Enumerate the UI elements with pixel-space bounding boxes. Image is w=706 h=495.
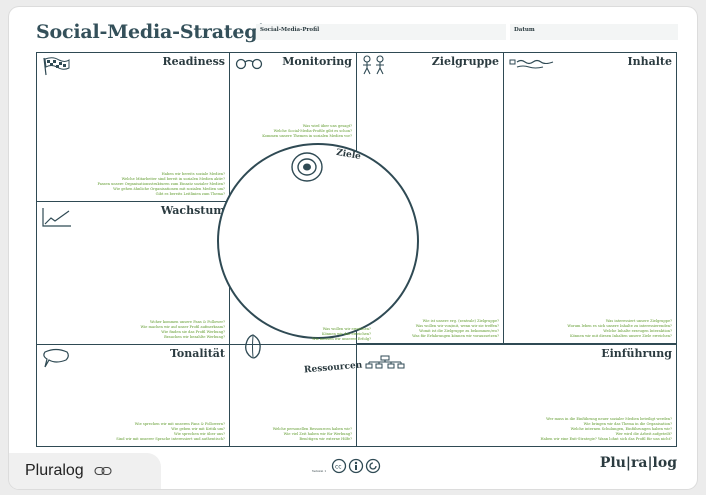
text-wave-icon [509, 59, 554, 69]
tonalitaet-title: Tonalität [169, 347, 225, 360]
zielgruppe-questions: Wie ist unsere erg. (zentrale) Zielgrupp… [412, 319, 499, 338]
readiness-questions: Haben wir bereits soziale Medien?Welche … [97, 172, 225, 196]
tonalitaet-questions: Wie sprechen wir mit unseren Fans & Foll… [116, 422, 225, 441]
ziele-questions: Was wollen wir erreichen?Können wir das … [311, 327, 371, 341]
ressourcen-cell: Welche personellen Ressourcen haben wir?… [229, 344, 357, 447]
readiness-cell: Readiness Haben wir bereits soziale Medi… [36, 52, 230, 202]
inhalte-cell: Inhalte Was interessiert unsere Zielgrup… [503, 52, 677, 344]
brand-logo: Plu|ra|log [599, 455, 677, 471]
source-name: Pluralog [25, 462, 84, 479]
monitoring-title: Monitoring [282, 55, 352, 68]
cocoa-bean-icon [245, 334, 261, 359]
einfuehrung-title: Einführung [601, 347, 672, 360]
target-icon [291, 152, 323, 182]
speech-bubble-icon [43, 348, 69, 368]
monitoring-questions: Was wird über uns gesagt?Welche Social-M… [262, 124, 352, 138]
einfuehrung-questions: Wer muss in die Einführung neuer soziale… [540, 417, 672, 441]
inhalte-questions: Was interessiert unsere Zielgruppe?Worum… [567, 319, 672, 338]
zielgruppe-title: Zielgruppe [431, 55, 499, 68]
people-icon [363, 55, 384, 75]
binoculars-icon [235, 58, 263, 70]
wachstum-title: Wachstum [160, 204, 225, 217]
profile-field[interactable]: Social-Media-Profil [256, 24, 506, 40]
version-label: Version 1 [312, 469, 327, 473]
checkered-flag-icon [43, 57, 70, 76]
link-icon [94, 466, 112, 476]
wachstum-questions: Woher kommen unsere Fans & Follower?Wie … [140, 320, 225, 339]
source-badge[interactable]: Pluralog [9, 453, 161, 489]
date-field[interactable]: Datum [510, 24, 678, 40]
ressourcen-questions: Welche personellen Ressourcen haben wir?… [272, 427, 352, 441]
readiness-title: Readiness [162, 55, 225, 68]
canvas-title: Social-Media-Strategie [36, 21, 277, 43]
tonalitaet-cell: Tonalität Wie sprechen wir mit unseren F… [36, 344, 230, 447]
org-chart-icon [365, 355, 405, 369]
creative-commons-icon: cc [331, 458, 381, 474]
wachstum-cell: Wachstum Woher kommen unsere Fans & Foll… [36, 201, 230, 345]
inhalte-title: Inhalte [627, 55, 672, 68]
svg-text:cc: cc [335, 464, 342, 471]
einfuehrung-cell: Einführung Wer muss in die Einführung ne… [356, 344, 677, 447]
growth-chart-icon [42, 208, 71, 227]
canvas-card: Social-Media-Strategie Social-Media-Prof… [9, 7, 697, 489]
